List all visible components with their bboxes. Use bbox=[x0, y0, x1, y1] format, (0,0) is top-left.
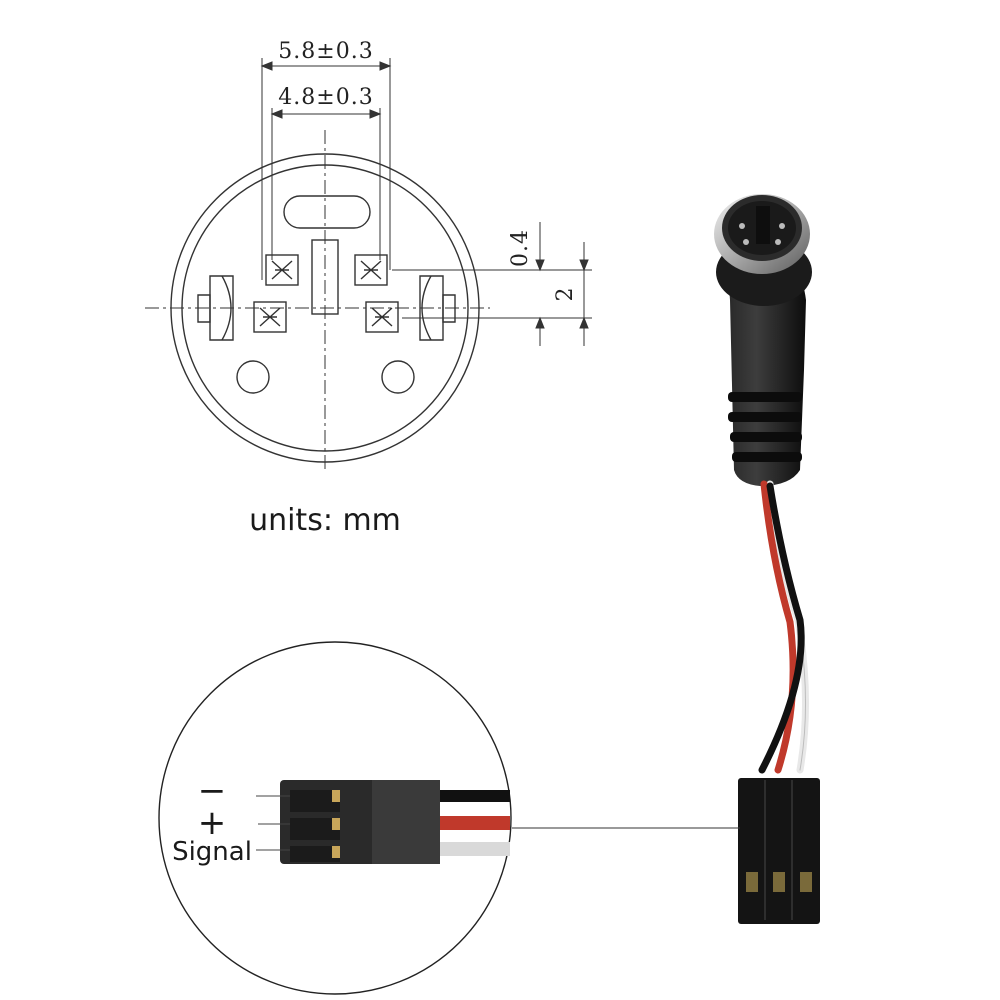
dim-pin-offset-label: 0.4 bbox=[508, 229, 533, 267]
latch-right bbox=[419, 275, 456, 341]
connector-front-view bbox=[145, 130, 490, 470]
center-guide bbox=[311, 239, 339, 315]
pin-bottom-left bbox=[253, 301, 287, 333]
units-label: units: mm bbox=[249, 503, 401, 538]
mini-din-4pin-icon bbox=[714, 194, 812, 486]
outer-shell-circle bbox=[170, 153, 480, 463]
latch-left bbox=[197, 275, 234, 341]
dimension-pin-offset bbox=[392, 222, 592, 346]
dimension-inner-width bbox=[270, 108, 382, 260]
pin-top-left bbox=[265, 254, 299, 286]
dupont-3pin-icon bbox=[738, 778, 820, 924]
zoom-detail bbox=[158, 641, 512, 995]
dim-inner-width-label: 4.8±0.3 bbox=[278, 85, 373, 110]
dimension-outer-width bbox=[260, 58, 392, 280]
key-slot bbox=[283, 195, 371, 229]
mount-hole-right bbox=[381, 360, 415, 394]
pin-signal-label: Signal bbox=[172, 837, 252, 867]
dim-outer-width-label: 5.8±0.3 bbox=[278, 39, 373, 64]
pin-plus-label: + bbox=[198, 803, 227, 843]
pin-bottom-right bbox=[365, 301, 399, 333]
inner-shell-circle bbox=[181, 164, 469, 452]
mount-hole-left bbox=[236, 360, 270, 394]
pin-minus-label: − bbox=[198, 771, 227, 811]
dim-pin-pitch-label: 2 bbox=[553, 287, 578, 302]
pin-top-right bbox=[354, 254, 388, 286]
cable-wires bbox=[758, 480, 810, 774]
